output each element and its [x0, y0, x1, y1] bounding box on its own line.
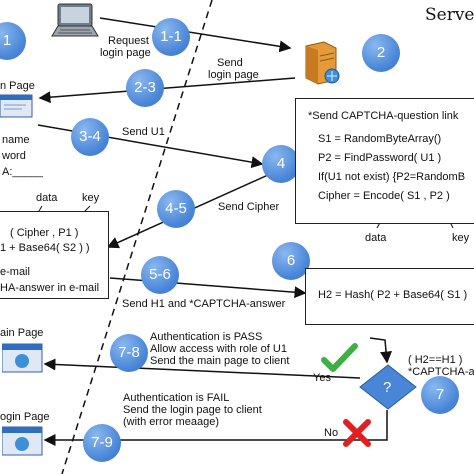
client-box-data-label: data — [36, 192, 58, 204]
label-pass-1: Authentication is PASS — [150, 331, 263, 343]
label-request-2: login page — [100, 47, 151, 59]
client-password-label: word — [2, 150, 26, 162]
label-pass-2: Allow access with role of U1 — [150, 343, 287, 355]
step-3-4-circle: 3-4 — [71, 118, 109, 156]
step-4-5-circle: 4-5 — [157, 190, 195, 228]
arrow-request-login — [99, 17, 292, 53]
arrow-send-login — [38, 77, 296, 104]
cross-icon — [342, 418, 372, 453]
server-captcha-box — [295, 98, 474, 224]
box6-line1: H2 = Hash( P2 + Base64( S1 ) — [318, 289, 468, 301]
step-7-circle: 7 — [421, 376, 459, 414]
label-fail-3: (with error meaage) — [123, 416, 219, 428]
label-request-1: Request — [108, 35, 149, 47]
client-box-line1: ( Cipher , P1 ) — [10, 227, 79, 239]
label-send-login-1: Send — [217, 57, 243, 69]
server-hash-box — [305, 268, 474, 325]
box4-line2: S1 = RandomByteArray() — [318, 133, 442, 145]
decision-diamond — [359, 364, 417, 415]
yes-label: Yes — [313, 372, 331, 384]
step-7-9-circle: 7-9 — [83, 424, 121, 462]
decision-symbol: ? — [383, 379, 392, 396]
step-7-8-circle: 7-8 — [110, 334, 148, 372]
server-title: Server — [425, 5, 474, 25]
arrow-to-decision — [369, 337, 393, 364]
arrow-pass — [43, 358, 361, 379]
step-1-1-circle: 1-1 — [152, 18, 190, 56]
box4-line3: P2 = FindPassword( U1 ) — [318, 152, 442, 164]
login-page-browser-icon — [1, 425, 44, 462]
step-5-6-circle: 5-6 — [141, 256, 179, 294]
label-pass-3: Send the main page to client — [150, 355, 290, 367]
client-login-page-label: n Page — [0, 80, 35, 92]
step-2-3-circle: 2-3 — [126, 69, 164, 107]
label-send-login-2: login page — [208, 69, 259, 81]
server-icon — [296, 40, 344, 91]
client-name-label: name — [2, 134, 30, 146]
check-icon — [321, 342, 359, 381]
step-2-circle: 2 — [362, 34, 400, 72]
client-box-key-label: key — [82, 192, 100, 204]
no-label: No — [324, 427, 339, 439]
label-send-cipher: Send Cipher — [218, 201, 280, 213]
label-send-h1: Send H1 and *CAPTCHA-answer — [122, 298, 286, 310]
box4-line4: If(U1 not exist) {P2=RandomB — [318, 171, 466, 183]
client-captcha-label: A:_____ — [2, 166, 43, 178]
label-send-u1: Send U1 — [122, 126, 165, 138]
client-box-line3: e-mail — [0, 266, 30, 278]
decision-cond-2: *CAPTCHA-a — [408, 366, 474, 378]
decision-cond-1: ( H2==H1 ) — [408, 354, 463, 366]
browser-window-icon — [0, 93, 34, 124]
arrow-fail — [43, 410, 388, 446]
box4-line1: *Send CAPTCHA-question link — [308, 110, 459, 122]
box4-data-label: data — [365, 232, 387, 244]
box4-line5: Cipher = Encode( S1 , P2 ) — [318, 190, 450, 202]
main-page-browser-icon — [1, 342, 44, 379]
client-box-line2: 1 + Base64( S2 ) ) — [0, 242, 90, 254]
arrow-send-h1 — [109, 277, 307, 299]
client-compute-box — [0, 211, 109, 299]
label-fail-1: Authentication is FAIL — [123, 392, 230, 404]
laptop-icon — [50, 2, 100, 47]
step-4-circle: 4 — [262, 145, 300, 183]
client-main-page-label: ain Page — [0, 327, 44, 339]
client-login-page-2-label: ogin Page — [0, 411, 50, 423]
box4-key-label: key — [452, 232, 470, 244]
label-fail-2: Send the login page to client — [123, 404, 262, 416]
step-6-circle: 6 — [272, 242, 310, 280]
client-box-line4: HA-answer in e-mail — [0, 282, 100, 294]
